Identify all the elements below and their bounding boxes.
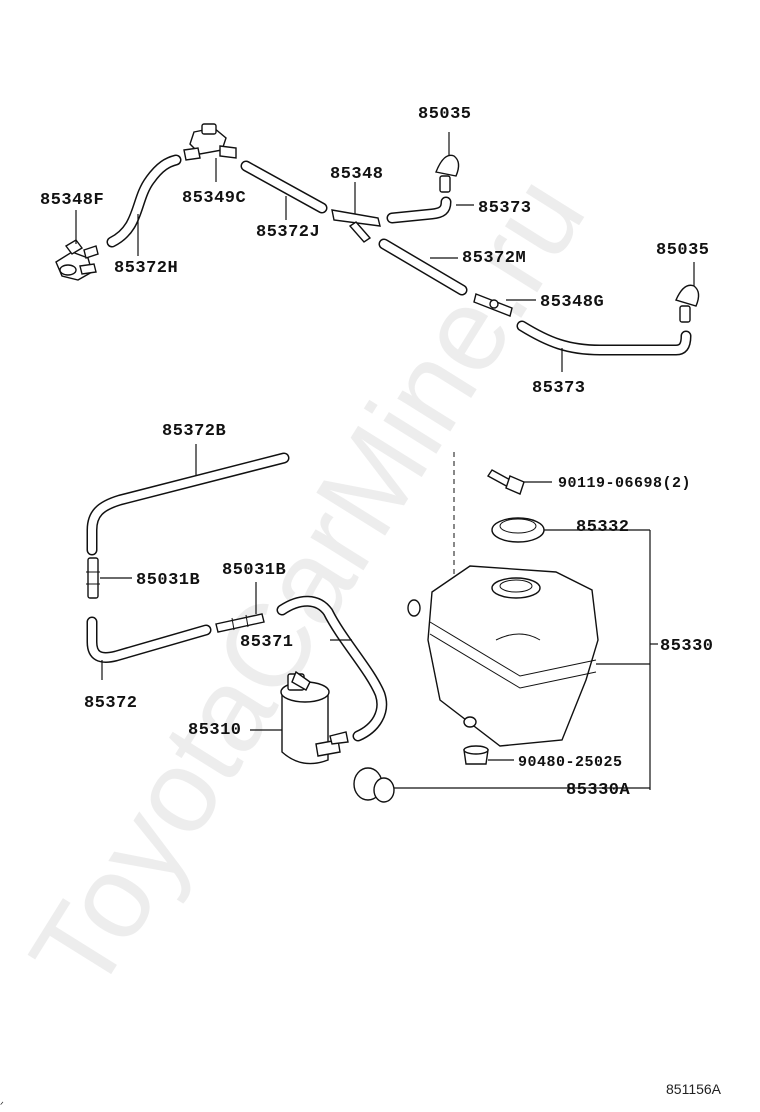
part-85035-nozzle-right [675,284,700,323]
label-85310: 85310 [188,721,242,740]
label-85349c: 85349C [182,189,246,208]
part-85031b-joint-left [86,557,100,599]
label-85330a: 85330A [566,781,631,800]
part-90480-grommet [463,745,489,765]
hose-85372h [106,154,182,248]
label-85332: 85332 [576,518,630,537]
hose-85372b [86,452,290,556]
hose-85372 [86,616,212,663]
part-85348-joint [331,209,381,243]
hose-85372m [378,238,468,296]
hose-85371 [276,595,388,742]
part-90119-bolt [486,469,525,495]
hose-85372j [240,160,328,214]
part-85330-tank [407,565,599,747]
part-85349c-valve [183,123,237,161]
label-85330: 85330 [660,637,714,656]
part-85330a-grommet [353,767,395,803]
label-85371: 85371 [240,633,294,652]
part-85031b-joint-mid [215,613,265,633]
label-85348f: 85348F [40,191,104,210]
label-85372h: 85372H [114,259,178,278]
label-85372b: 85372B [162,422,226,441]
part-85035-nozzle-top [435,154,460,193]
label-85372m: 85372M [462,249,526,268]
hose-85373-right [516,320,692,356]
label-90480: 90480-25025 [518,754,623,771]
label-85372j: 85372J [256,223,320,242]
part-85332-cap [491,517,545,543]
label-85373-top: 85373 [478,199,532,218]
hose-85373-top [386,196,452,224]
part-85310-pump [280,670,349,765]
label-85031b-left: 85031B [136,571,200,590]
part-85348g-joint [473,293,513,317]
label-85031b-mid: 85031B [222,561,286,580]
corner-mark: ᐟ [0,1100,4,1110]
label-85348g: 85348G [540,293,604,312]
label-85035-right: 85035 [656,241,710,260]
label-90119: 90119-06698(2) [558,475,691,492]
diagram-ref-code: 851156A [666,1081,722,1097]
label-85372: 85372 [84,694,138,713]
label-85035-top: 85035 [418,105,472,124]
label-85373-right: 85373 [532,379,586,398]
part-85348f-fitting [55,239,99,281]
label-85348: 85348 [330,165,384,184]
